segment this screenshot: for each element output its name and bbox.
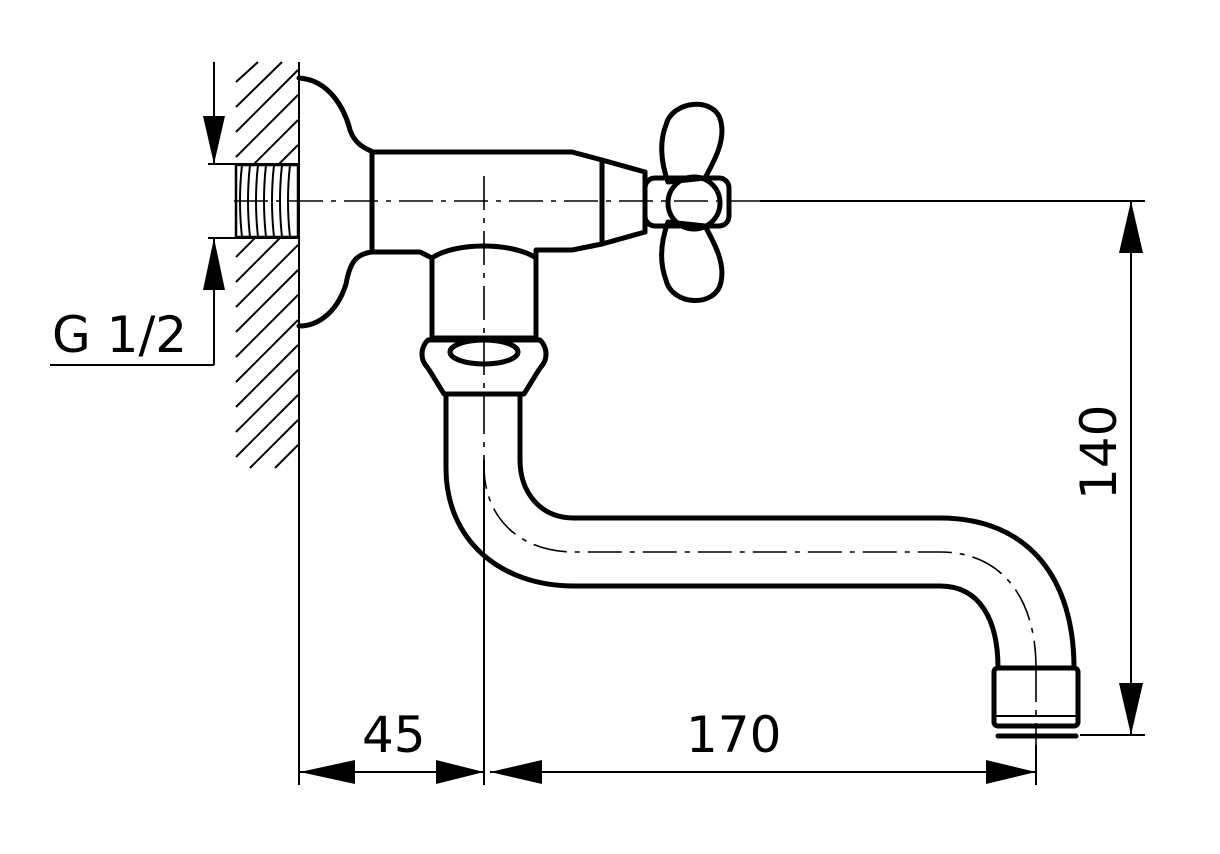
thread-dimension: G 1/2 [50,62,300,366]
offset-label: 45 [362,706,426,764]
wall-hatching [235,61,299,469]
wall-rosette [296,75,375,329]
reach-label: 170 [686,706,781,764]
spout [443,391,1077,671]
offset-dimension: 45 [300,706,484,784]
cross-handle [642,101,732,303]
valve-body [369,149,605,341]
spout-centerline [483,400,1037,669]
thread-size-label: G 1/2 [52,306,187,364]
reach-dimension: 170 [490,706,1036,784]
height-label: 140 [1070,405,1128,500]
height-dimension: 140 [1070,201,1143,735]
